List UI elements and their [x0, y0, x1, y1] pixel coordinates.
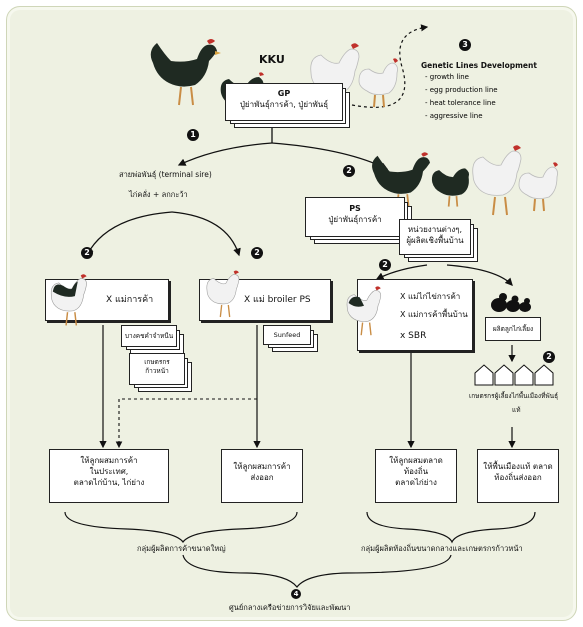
chick-label: ผลิตลูกไก่เลี้ยง	[492, 325, 534, 333]
farm-label-line2: แท้	[512, 406, 521, 414]
center-label: ศูนย์กลางเครือข่ายการวิจัยและพัฒนา	[229, 603, 351, 612]
chicks-icon	[491, 293, 531, 312]
output-4-line1: ให้พื้นเมืองแท้ ตลาด	[483, 462, 553, 471]
output-3-line2: ท้องถิ่น	[403, 466, 429, 476]
marker-1: 1	[187, 129, 199, 141]
output-4-line2: ท้องถิ่นส่งออก	[494, 472, 542, 482]
gp-title: GP	[277, 89, 291, 98]
dark-hen-ps-icon	[431, 168, 470, 207]
ps-sub-box: หน่วยงานต่างๆ, ผู้ผลิตเชิงพื้นบ้าน	[399, 219, 478, 262]
output-box-2: ให้ลูกผสมการค้า ส่งออก	[221, 449, 303, 503]
cross1-sub2-box: เกษตรกร ก้าวหน้า	[129, 353, 192, 392]
ps-box: PS ปู่ย่าพันธุ์การค้า	[305, 197, 412, 244]
terminal-sire-line1: สายพ่อพันธุ์ (terminal sire)	[119, 170, 212, 179]
output-1-line2: ในประเทศ,	[89, 466, 129, 476]
terminal-sire-line2: ไก่คลั่ง + ลกกะว้า	[129, 190, 188, 199]
kku-label: KKU	[259, 53, 285, 66]
output-2-line2: ส่งออก	[250, 472, 274, 482]
cross2-label: X แม่ broiler PS	[244, 295, 311, 305]
cross1-sub-label: บางคชคำจำหนืน	[124, 332, 174, 340]
chick-box: ผลิตลูกไก่เลี้ยง	[485, 317, 541, 341]
genetic-item: - egg production line	[425, 86, 498, 94]
cross1-label: X แม่การค้า	[106, 295, 154, 305]
connector-lines	[64, 24, 536, 588]
output-1-line3: ตลาดไก่บ้าน, ไก่ย่าง	[73, 477, 145, 487]
mixed-hen-icon	[346, 286, 382, 336]
output-3-line1: ให้ลูกผสมตลาด	[389, 456, 443, 465]
cross1-sub-box: บางคชคำจำหนืน	[121, 325, 184, 354]
white-hen-ps-icon	[518, 162, 558, 212]
cross1-sub2-line2: ก้าวหน้า	[145, 366, 169, 375]
gp-box: GP ปู่ย่าพันธุ์การค้า, ปู่ย่าพันธุ์	[225, 83, 350, 128]
farm-label-line1: เกษตรกรผู้เลี้ยงไก่พื้นเมืองที่พันธุ์	[469, 392, 559, 400]
white-hen-icon	[358, 58, 398, 108]
white-rooster-ps-icon	[472, 145, 522, 216]
ps-sub-line1: หน่วยงานต่างๆ,	[407, 225, 463, 234]
output-box-1: ให้ลูกผสมการค้า ในประเทศ, ตลาดไก่บ้าน, ไ…	[49, 449, 169, 503]
genetic-item: - aggressive line	[425, 112, 483, 120]
genetic-item: - heat tolerance line	[425, 99, 496, 107]
ps-subtitle: ปู่ย่าพันธุ์การค้า	[328, 214, 382, 224]
marker-2-ps: 2	[343, 165, 355, 177]
dark-rooster-icon	[150, 39, 221, 106]
gp-subtitle: ปู่ย่าพันธุ์การค้า, ปู่ย่าพันธุ์	[239, 99, 329, 109]
ps-title: PS	[349, 204, 361, 213]
output-box-3: ให้ลูกผสมตลาด ท้องถิ่น ตลาดไก่ย่าง	[375, 449, 457, 503]
farm-houses-icon	[474, 364, 554, 386]
white-broiler-icon	[206, 270, 240, 318]
output-3-line3: ตลาดไก่ย่าง	[395, 477, 437, 487]
cross1-sub2-line1: เกษตรกร	[144, 358, 170, 366]
mixed-rooster-icon	[50, 274, 87, 326]
genetic-title: Genetic Lines Development	[421, 61, 537, 70]
group-right-label: กลุ่มผู้ผลิตท้องถิ่นขนาดกลางและเกษตรกรก้…	[361, 544, 523, 553]
marker-2-farm: 2	[543, 351, 555, 363]
cross3-line2: X แม่การค้าพื้นบ้าน	[400, 310, 468, 319]
diagram-panel: KKU GP ปู่ย่าพันธุ์การค้า, ปู่ย่าพันธุ์ …	[6, 6, 577, 621]
output-box-4: ให้พื้นเมืองแท้ ตลาด ท้องถิ่นส่งออก	[477, 449, 559, 503]
marker-2-right: 2	[379, 259, 391, 271]
cross3-line3: x SBR	[400, 331, 427, 341]
group-left-label: กลุ่มผู้ผลิตการค้าขนาดใหญ่	[137, 544, 226, 553]
cross2-sub-box: Sunfeed	[263, 325, 318, 352]
marker-2-left: 2	[81, 247, 93, 259]
marker-4: 4	[291, 589, 301, 599]
output-2-line1: ให้ลูกผสมการค้า	[233, 462, 291, 471]
output-1-line1: ให้ลูกผสมการค้า	[80, 456, 138, 465]
cross3-line1: X แม่ไก่ไข่การค้า	[400, 292, 461, 301]
marker-2-mid: 2	[251, 247, 263, 259]
marker-3: 3	[459, 39, 471, 51]
ps-sub-line2: ผู้ผลิตเชิงพื้นบ้าน	[406, 235, 464, 245]
genetic-item: - growth line	[425, 73, 469, 81]
cross2-sub-label: Sunfeed	[273, 331, 301, 339]
